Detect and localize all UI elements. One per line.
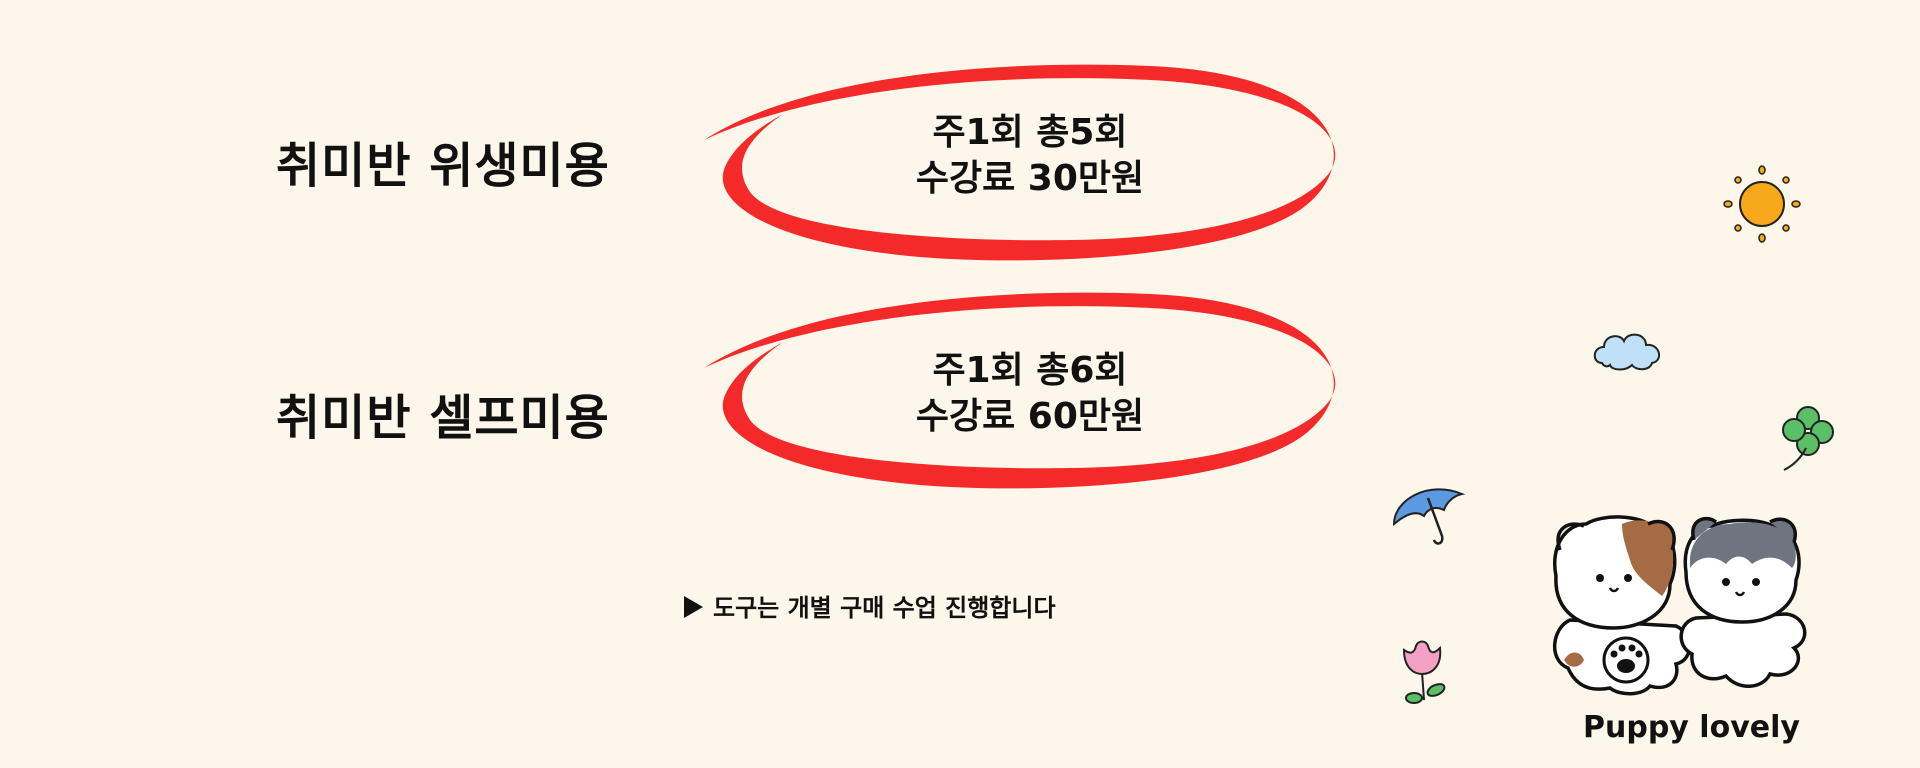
- puppy-illustration: [1552, 515, 1807, 696]
- plan-title-self: 취미반 셀프미용: [276, 390, 610, 446]
- triangle-bullet-icon: [684, 596, 703, 618]
- plan-fee: 수강료 30만원: [915, 158, 1145, 199]
- cloud-icon: [1593, 333, 1661, 371]
- plan-fee: 수강료 60만원: [915, 396, 1145, 437]
- tools-note-text: 도구는 개별 구매 수업 진행합니다: [713, 594, 1056, 622]
- tulip-icon: [1402, 640, 1446, 704]
- plan-details-1: 주1회 총5회 수강료 30만원: [870, 110, 1190, 202]
- plan-schedule: 주1회 총6회: [932, 350, 1128, 391]
- clover-icon: [1782, 406, 1834, 471]
- sun-icon: [1723, 165, 1801, 243]
- plan-schedule: 주1회 총5회: [932, 112, 1128, 153]
- plan-title-hygiene: 취미반 위생미용: [276, 138, 610, 194]
- plan-details-2: 주1회 총6회 수강료 60만원: [870, 348, 1190, 440]
- tools-note: 도구는 개별 구매 수업 진행합니다: [684, 588, 1056, 623]
- brand-logo: Puppy lovely: [1583, 710, 1800, 745]
- umbrella-icon: [1392, 488, 1466, 545]
